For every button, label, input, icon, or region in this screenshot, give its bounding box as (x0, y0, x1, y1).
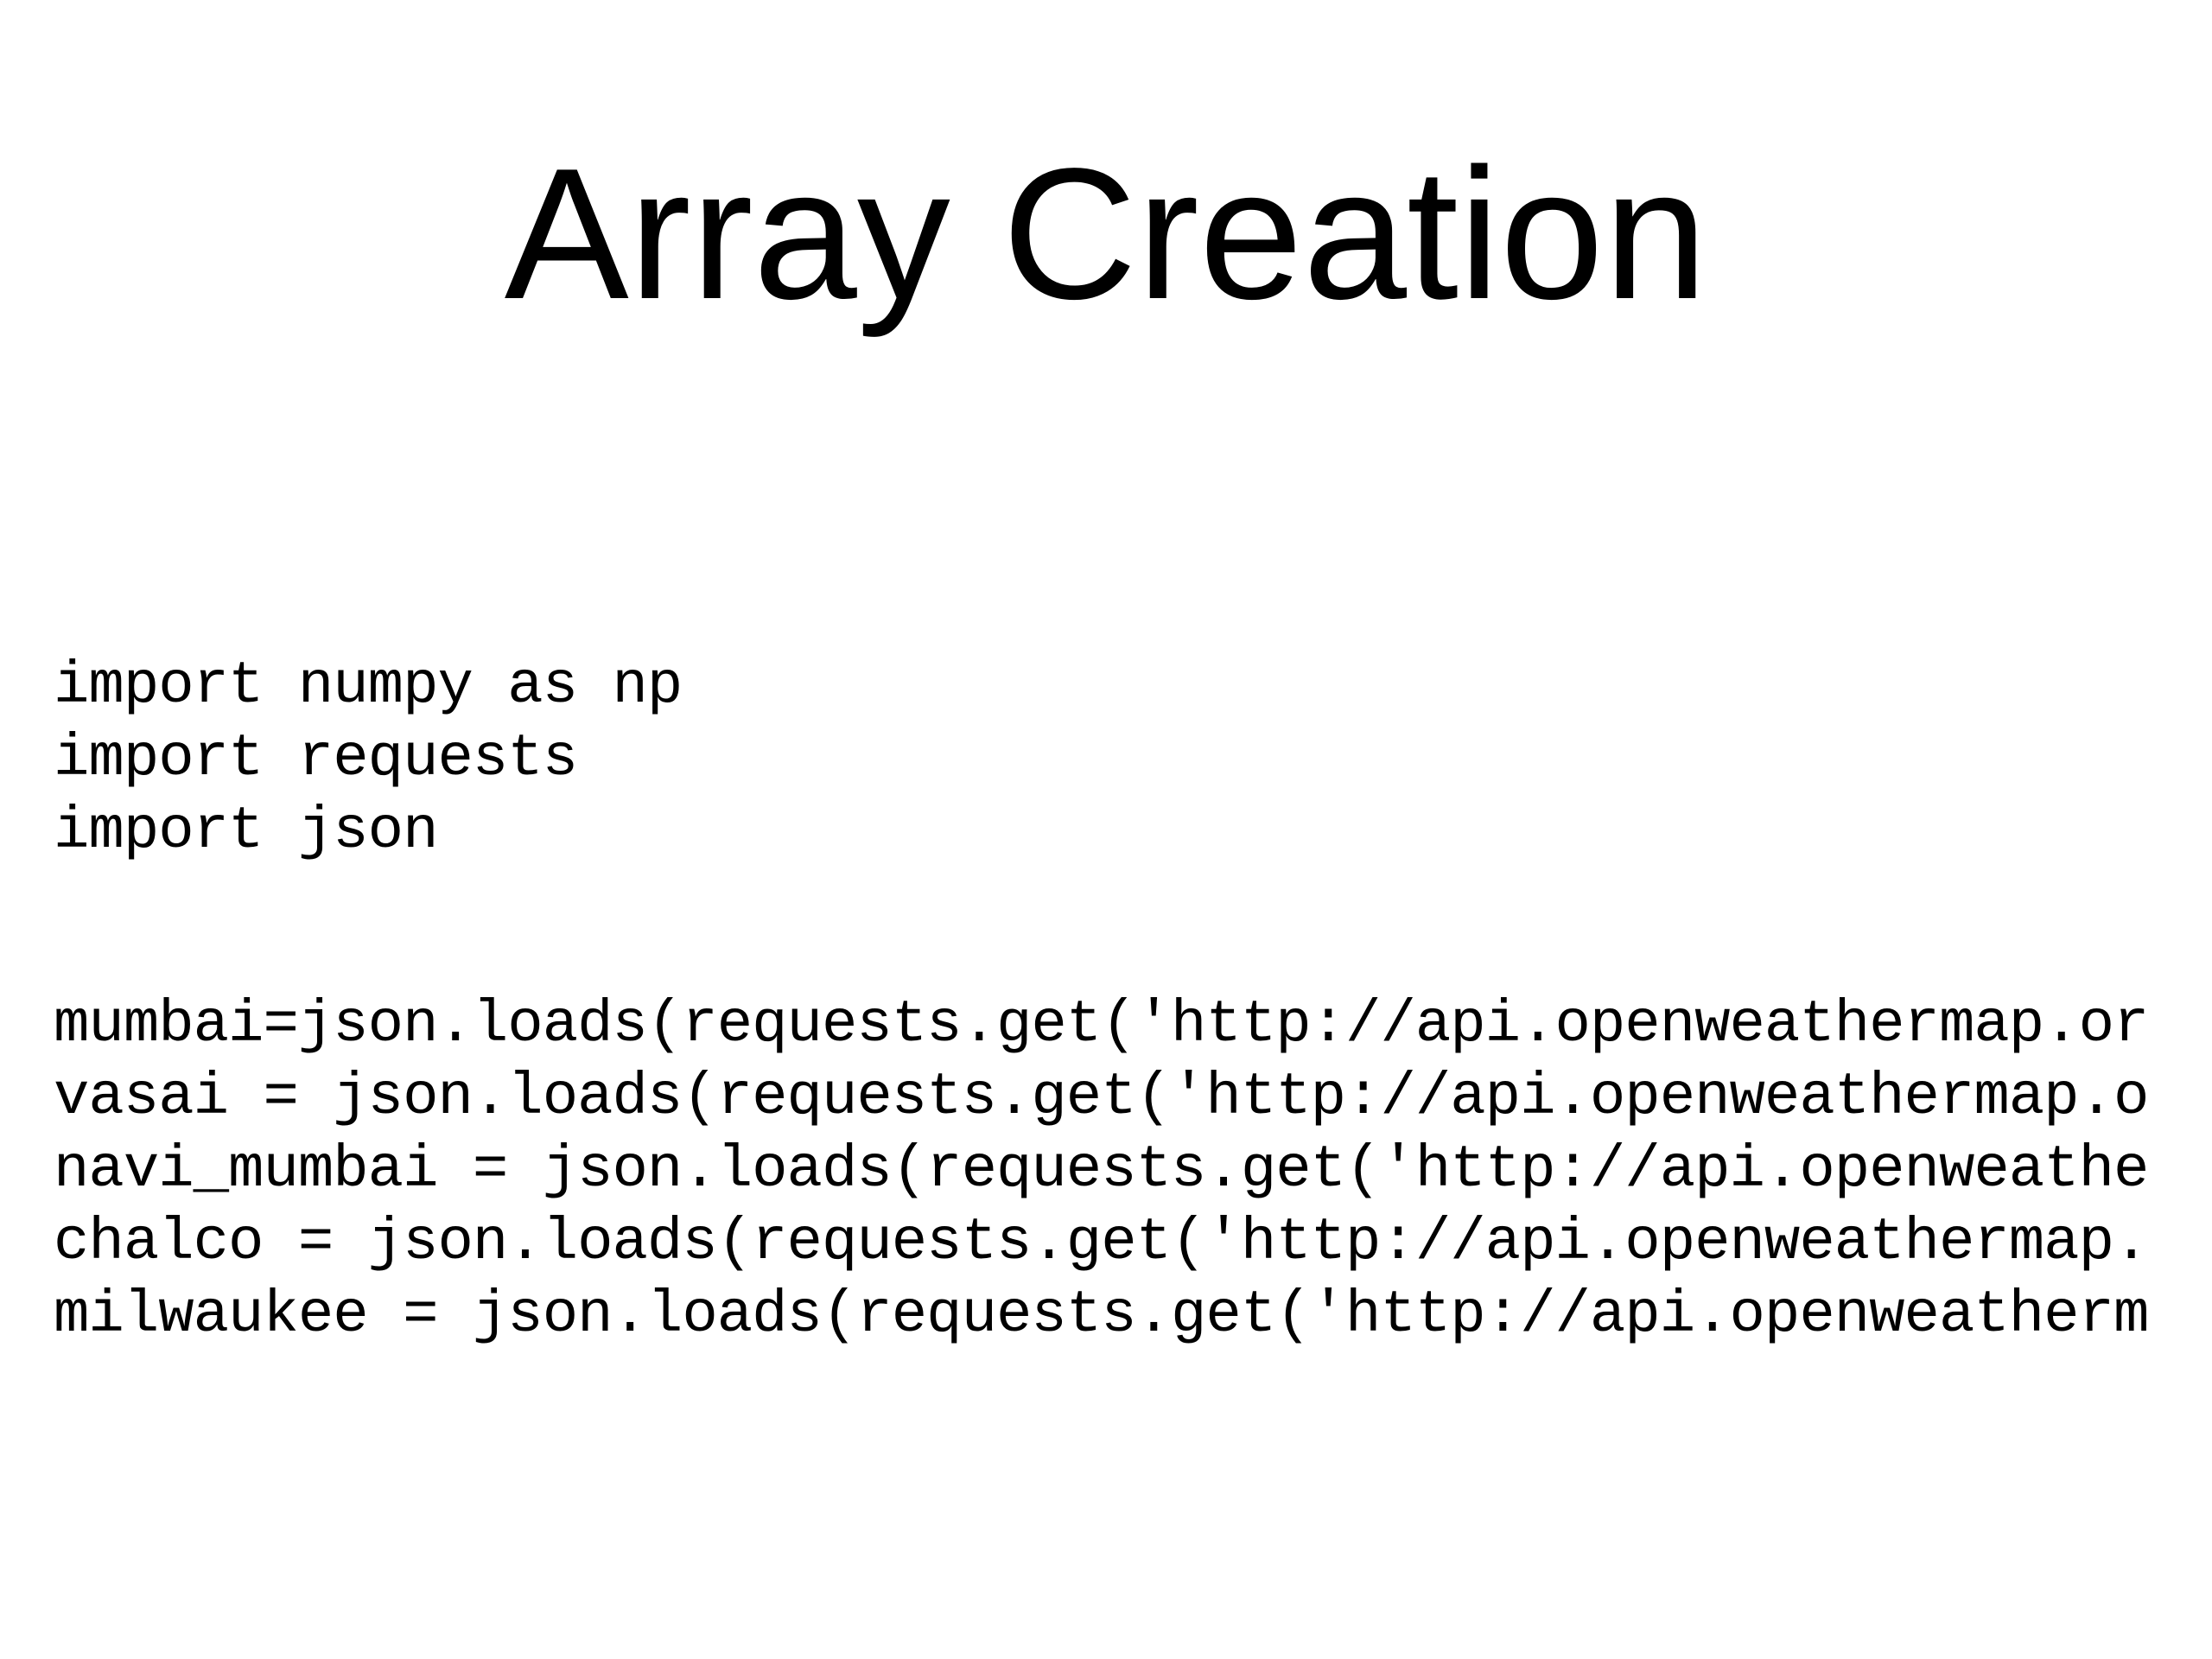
code-line-mumbai: mumbai=json.loads(requests.get('http://a… (54, 991, 2149, 1058)
code-line-vasai: vasai = json.loads(requests.get('http://… (54, 1064, 2149, 1131)
code-line-import-numpy: import numpy as np (54, 652, 683, 720)
code-line-milwaukee: milwaukee = json.loads(requests.get('htt… (54, 1281, 2149, 1349)
code-line-chalco: chalco = json.loads(requests.get('http:/… (54, 1209, 2149, 1276)
slide-title: Array Creation (504, 129, 1708, 338)
code-line-import-requests: import requests (54, 725, 578, 792)
code-block: import numpy as np import requests impor… (54, 650, 2212, 1351)
code-line-navi-mumbai: navi_mumbai = json.loads(requests.get('h… (54, 1136, 2149, 1204)
code-blank-line (54, 868, 2212, 988)
code-line-import-json: import json (54, 798, 438, 865)
